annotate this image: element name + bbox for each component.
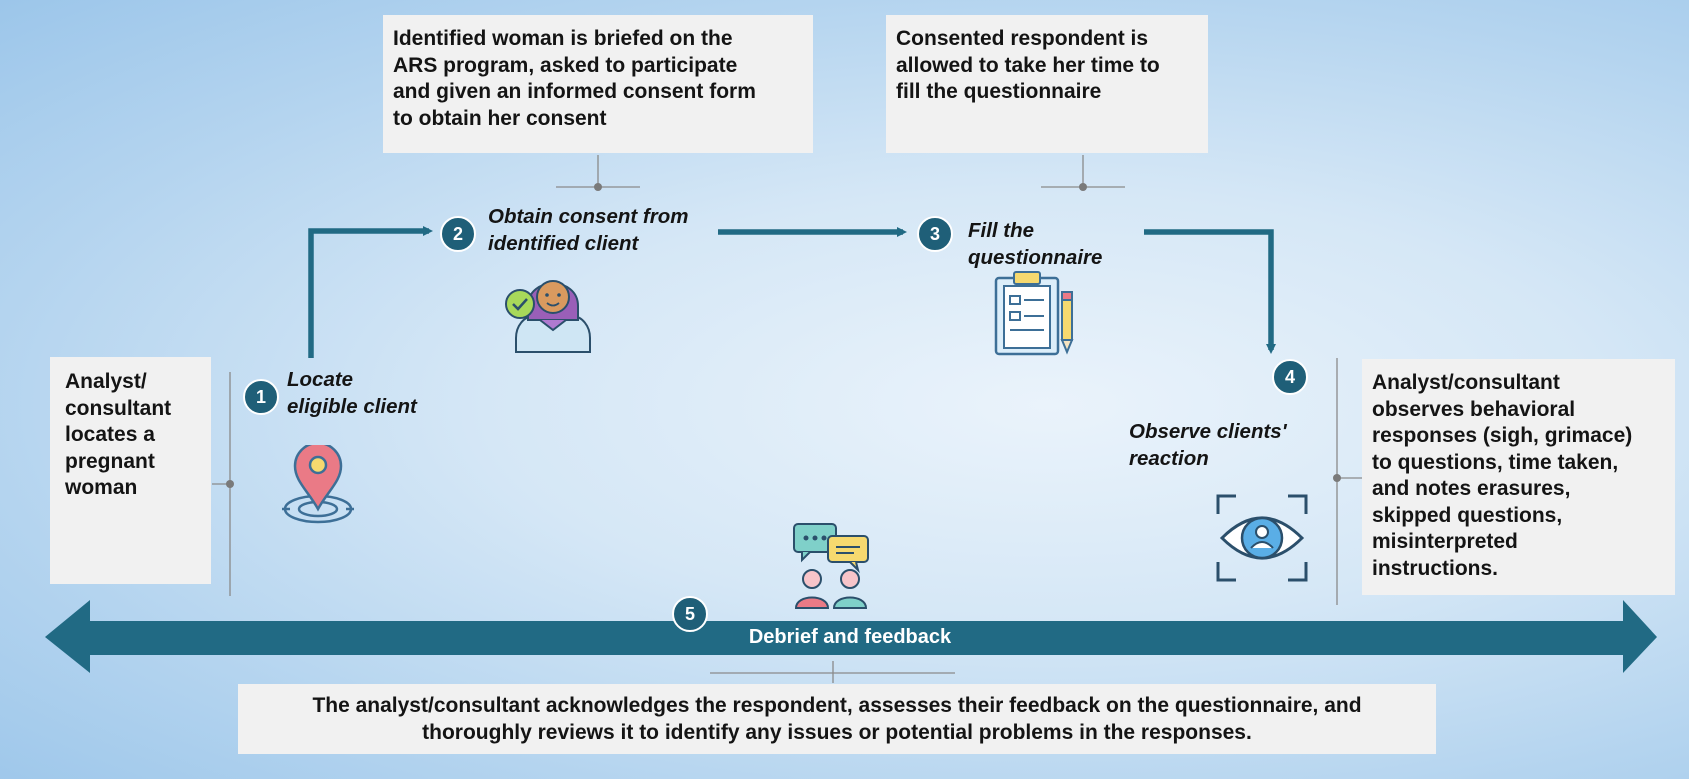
step3-label-line: questionnaire	[968, 245, 1103, 269]
step1-label: Locate eligible client	[287, 367, 417, 420]
box-line: to questions, time taken,	[1372, 450, 1619, 474]
step2-badge: 2	[440, 216, 476, 252]
box-line: thoroughly reviews it to identify any is…	[422, 720, 1252, 744]
step3-label-line: Fill the	[968, 219, 1035, 242]
step3-description-box: Consented respondent is allowed to take …	[886, 15, 1208, 153]
step5-description-box: The analyst/consultant acknowledges the …	[238, 684, 1436, 754]
box-line: pregnant	[65, 449, 155, 473]
step4-label-line: reaction	[1129, 446, 1209, 470]
step3-label: Fill the questionnaire	[968, 218, 1102, 271]
box-line: observes behavioral	[1372, 397, 1576, 421]
box-line: Consented respondent is	[896, 27, 1149, 50]
step1-connector-dot	[226, 480, 234, 488]
box-line: fill the questionnaire	[896, 80, 1102, 103]
box-line: to obtain her consent	[393, 106, 607, 130]
step4-label-line: Observe clients'	[1129, 420, 1287, 443]
step3-connector-dot	[1079, 183, 1087, 191]
arrow-step1-to-step2	[308, 226, 433, 358]
callout-connectors	[212, 155, 1362, 683]
debrief-banner-label: Debrief and feedback	[748, 626, 952, 648]
step1-badge: 1	[243, 379, 279, 415]
step3-badge: 3	[917, 216, 953, 252]
step1-label-line: Locate	[287, 368, 354, 391]
box-line: misinterpreted	[1372, 530, 1518, 553]
box-line: ARS program, asked to participate	[393, 53, 738, 77]
box-line: locates a	[65, 423, 155, 446]
conversation-icon	[793, 523, 869, 609]
debrief-banner-arrow	[45, 600, 1657, 673]
box-line: skipped questions,	[1372, 503, 1563, 527]
eye-scan-icon	[1216, 494, 1308, 582]
arrow-step3-to-step4	[1144, 229, 1276, 354]
step5-badge: 5	[672, 596, 708, 632]
step4-badge: 4	[1272, 359, 1308, 395]
box-line: Identified woman is briefed on the	[393, 27, 733, 50]
step2-description-box: Identified woman is briefed on the ARS p…	[383, 15, 813, 153]
location-pin-icon	[282, 445, 354, 524]
step2-label-line: identified client	[488, 231, 639, 255]
box-line: Analyst/consultant	[1372, 371, 1560, 394]
step4-description-box: Analyst/consultant observes behavioral r…	[1362, 359, 1675, 595]
clipboard-pen-icon	[994, 271, 1074, 356]
step1-label-line: eligible client	[287, 394, 417, 418]
box-line: instructions.	[1372, 556, 1499, 580]
step2-connector-dot	[594, 183, 602, 191]
box-line: responses (sigh, grimace)	[1372, 424, 1633, 447]
step4-connector-dot	[1333, 474, 1341, 482]
box-line: and given an informed consent form	[393, 80, 756, 103]
box-line: allowed to take her time to	[896, 53, 1160, 77]
box-line: consultant	[65, 396, 172, 420]
step4-label: Observe clients' reaction	[1129, 419, 1287, 472]
box-line: and notes erasures,	[1372, 477, 1571, 500]
box-line: woman	[65, 476, 138, 499]
step1-description-box: Analyst/ consultant locates a pregnant w…	[50, 357, 211, 584]
step2-label: Obtain consent from identified client	[488, 204, 688, 257]
box-line: Analyst/	[65, 370, 147, 393]
woman-consent-icon	[505, 280, 591, 353]
step2-label-line: Obtain consent from	[488, 205, 689, 228]
box-line: The analyst/consultant acknowledges the …	[312, 694, 1362, 717]
